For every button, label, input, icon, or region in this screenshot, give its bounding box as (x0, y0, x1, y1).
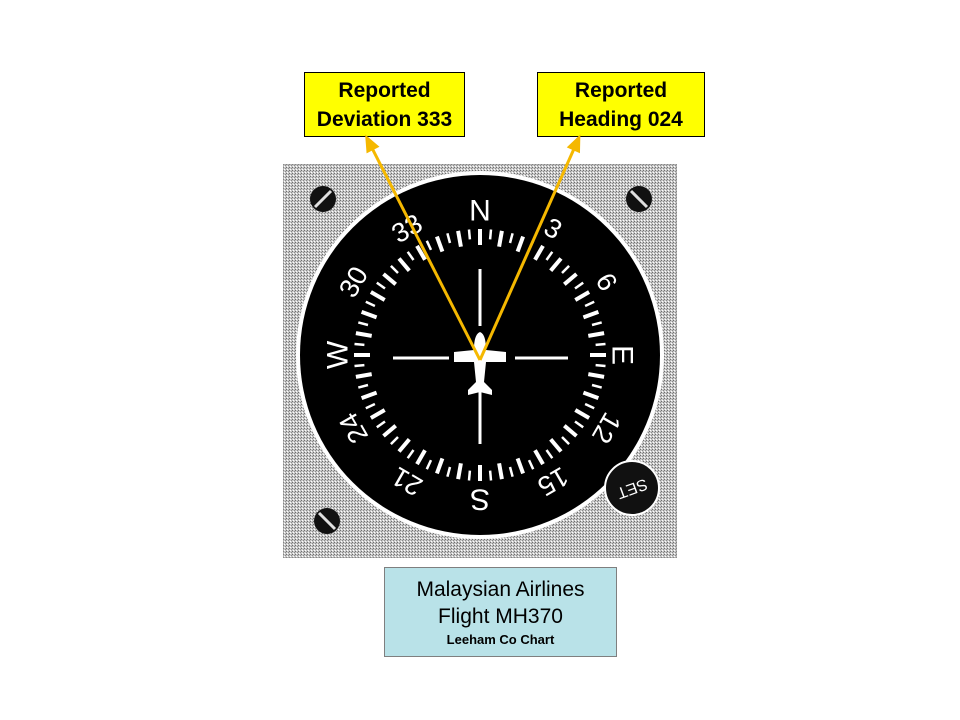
set-knob[interactable]: SET (604, 460, 660, 516)
callout-heading-line1: Reported (574, 78, 668, 102)
compass-tick (456, 230, 463, 248)
compass-tick (425, 459, 433, 470)
compass-tick (467, 470, 472, 481)
compass-tick (508, 466, 514, 478)
compass-tick (591, 383, 603, 389)
compass-tick (533, 449, 545, 466)
compass-tick (545, 449, 554, 459)
compass-tick (595, 342, 606, 347)
caption-airline: Malaysian Airlines (416, 577, 585, 601)
compass-tick (357, 383, 369, 389)
compass-tick (549, 438, 563, 453)
compass-tick (497, 230, 504, 248)
compass-tick (355, 331, 373, 338)
compass-tick (584, 402, 595, 410)
caption-flight: Flight MH370 (438, 604, 563, 628)
compass-tick (435, 457, 445, 475)
compass-tick (365, 402, 376, 410)
compass-tick (591, 321, 603, 327)
compass-tick (446, 466, 452, 478)
callout-reported-deviation: Reported Deviation 333 (304, 72, 465, 137)
compass-tick (390, 436, 399, 445)
compass-tick (488, 229, 493, 240)
compass-tick (527, 459, 535, 470)
compass-tick (587, 372, 605, 379)
compass-tick (355, 372, 373, 379)
cardinal-label-east: E (606, 345, 639, 365)
compass-tick (582, 390, 600, 400)
compass-tick (397, 438, 411, 453)
compass-tick (587, 331, 605, 338)
caption-credit: Leeham Co Chart (446, 631, 555, 647)
aircraft-symbol-icon (454, 332, 506, 395)
caption-box: Malaysian Airlines Flight MH370 Leeham C… (384, 567, 617, 657)
callout-heading-line2: Heading 024 (559, 107, 683, 131)
compass-tick (376, 420, 386, 429)
compass-tick (354, 342, 365, 347)
compass-tick (467, 229, 472, 240)
cardinal-label-west: W (322, 340, 355, 369)
mounting-screw-bottom-left (314, 508, 340, 534)
compass-tick (561, 436, 570, 445)
compass-tick (488, 470, 493, 481)
compass-tick (584, 300, 595, 308)
compass-tick (497, 462, 504, 480)
compass-tick (415, 449, 427, 466)
compass-tick (456, 462, 463, 480)
cardinal-label-south: S (470, 483, 490, 516)
cardinal-label-north: N (469, 195, 491, 228)
heading-indicator-instrument: N E S W 3 6 12 15 21 24 30 33 SET (283, 164, 677, 558)
deviation-pointer-arrowhead (365, 134, 380, 154)
compass-tick (574, 420, 584, 429)
callout-reported-heading: Reported Heading 024 (537, 72, 705, 137)
compass-tick (582, 310, 600, 320)
heading-pointer-arrowhead (566, 134, 581, 154)
mounting-screw-top-left (310, 186, 336, 212)
compass-tick (360, 390, 378, 400)
compass-tick (354, 363, 365, 368)
compass-tick (515, 457, 525, 475)
compass-tick (595, 363, 606, 368)
callout-deviation-line1: Reported (338, 78, 431, 102)
compass-tick (563, 424, 578, 438)
compass-tick (382, 424, 397, 438)
compass-tick (406, 449, 415, 459)
mounting-screw-top-right (626, 186, 652, 212)
callout-deviation-line2: Deviation 333 (316, 107, 453, 131)
compass-tick (369, 408, 386, 420)
compass-tick (574, 408, 591, 420)
